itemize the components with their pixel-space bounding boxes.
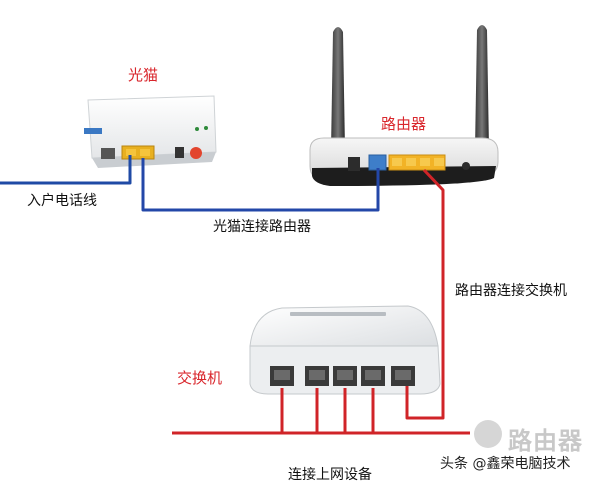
modem-logo <box>84 128 102 134</box>
antenna-icon <box>331 27 345 150</box>
router-switch-label: 路由器连接交换机 <box>455 283 567 299</box>
modem-led <box>204 126 208 130</box>
router-switch-cable <box>405 168 445 420</box>
router-reset-button <box>462 162 470 170</box>
router-antennas <box>331 25 489 150</box>
modem-power-port <box>175 147 184 158</box>
watermark-logo-icon <box>474 420 502 448</box>
author-credit: 头条 @鑫荣电脑技术 <box>440 456 571 472</box>
modem-led <box>195 127 199 131</box>
modem-power-button <box>190 147 202 159</box>
modem-label: 光猫 <box>128 66 159 84</box>
watermark-brand: 路由器 <box>508 427 583 455</box>
modem-router-label: 光猫连接路由器 <box>213 219 311 235</box>
optical-modem <box>80 95 217 168</box>
router-power-port <box>348 157 360 171</box>
router-wan-port <box>368 154 387 171</box>
network-switch <box>249 305 441 395</box>
antenna-icon <box>475 25 489 150</box>
modem-router-cable <box>141 158 380 212</box>
modem-phone-port <box>101 148 115 159</box>
router-label: 路由器 <box>381 115 427 133</box>
router-lan-ports <box>388 154 446 171</box>
wireless-router <box>309 137 499 186</box>
switch-label: 交换机 <box>177 369 223 387</box>
cables <box>0 155 470 435</box>
phone-line-label: 入户电话线 <box>27 193 97 209</box>
devices-label: 连接上网设备 <box>288 467 372 483</box>
phone-line-cable <box>0 155 132 185</box>
